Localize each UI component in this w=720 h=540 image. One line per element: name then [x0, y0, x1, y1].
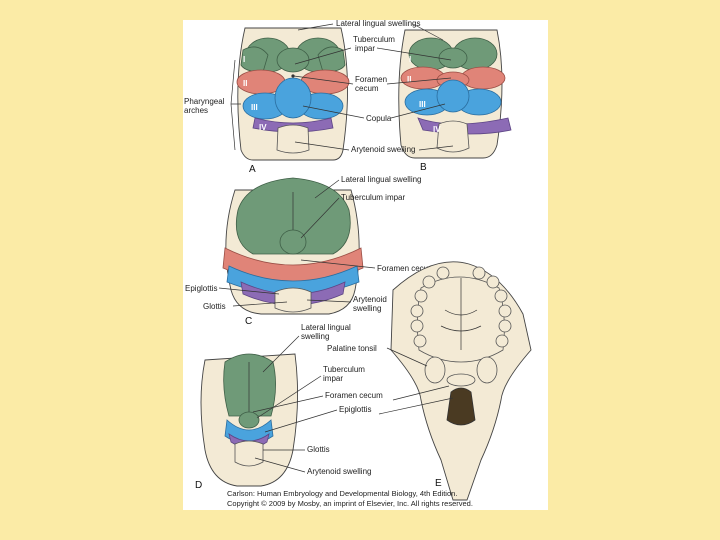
label-palatine-tonsil: Palatine tonsil	[327, 344, 377, 353]
label-pharyngeal-arches-1: Pharyngeal	[184, 97, 225, 106]
panel-b: I II III IV B	[399, 30, 511, 173]
panel-letter-b: B	[420, 162, 427, 173]
roman-ii-a: II	[243, 79, 247, 88]
label-foramen-a2: cecum	[355, 84, 379, 93]
panel-a: I II III IV A	[237, 28, 349, 175]
label-lateral-lingual-d2: swelling	[301, 332, 329, 341]
label-copula: Copula	[366, 114, 392, 123]
label-glottis-d: Glottis	[307, 445, 330, 454]
tongue-development-figure: I II III IV A I II	[183, 20, 548, 510]
roman-iii-a: III	[251, 103, 258, 112]
roman-i-b: I	[409, 55, 411, 64]
label-lateral-lingual-swellings: Lateral lingual swellings	[336, 20, 421, 28]
label-pharyngeal-arches-2: arches	[184, 106, 208, 115]
label-tuberculum-a1: Tuberculum	[353, 35, 395, 44]
label-tuberculum-a2: impar	[355, 44, 375, 53]
panel-letter-c: C	[245, 316, 252, 327]
label-lateral-lingual-swelling-c: Lateral lingual swelling	[341, 175, 422, 184]
panel-letter-e: E	[435, 478, 442, 489]
panel-letter-d: D	[195, 480, 202, 491]
label-tuberculum-impar-c: Tuberculum impar	[341, 193, 406, 202]
roman-i-a: I	[243, 55, 245, 64]
label-epiglottis-c: Epiglottis	[185, 284, 217, 293]
figure-panel: I II III IV A I II	[183, 20, 548, 510]
label-lateral-lingual-d1: Lateral lingual	[301, 323, 351, 332]
roman-iv-a: IV	[259, 123, 267, 132]
label-arytenoid-swelling-ab: Arytenoid swelling	[351, 145, 415, 154]
label-arytenoid-c1: Arytenoid	[353, 295, 387, 304]
panel-letter-a: A	[249, 164, 256, 175]
label-tuberculum-d2: impar	[323, 374, 343, 383]
roman-ii-b: II	[407, 75, 411, 84]
roman-iii-b: III	[419, 100, 426, 109]
label-epiglottis-d: Epiglottis	[339, 405, 371, 414]
credit-line-1: Carlson: Human Embryology and Developmen…	[227, 489, 457, 498]
label-glottis-c: Glottis	[203, 302, 226, 311]
label-foramen-cecum-d: Foramen cecum	[325, 391, 383, 400]
label-foramen-a1: Foramen	[355, 75, 387, 84]
label-tuberculum-d1: Tuberculum	[323, 365, 365, 374]
label-arytenoid-swelling-d: Arytenoid swelling	[307, 467, 371, 476]
label-arytenoid-c2: swelling	[353, 304, 381, 313]
credit-line-2: Copyright © 2009 by Mosby, an imprint of…	[227, 499, 473, 508]
roman-iv-b: IV	[433, 125, 441, 134]
